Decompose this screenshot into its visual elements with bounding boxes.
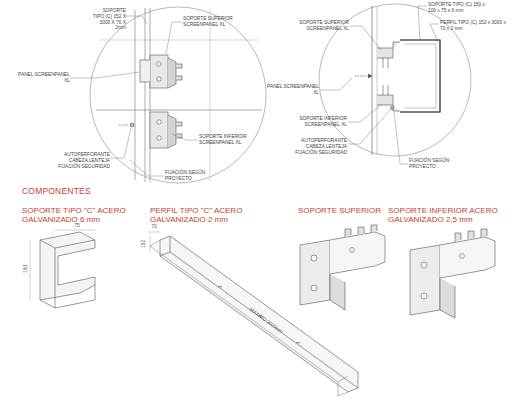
- callout-label: PERFIL TIPO (C) 152 x 3000 x 70 x 2 mm: [440, 20, 506, 32]
- callout-label: AUTOPERFORANTE CABEZA LENTEJA FIJACIÓN S…: [50, 152, 110, 169]
- component-heading: SOPORTE TIPO "C" ACERO GALVANIZADO 6 mm: [22, 206, 140, 224]
- dimension: 70: [149, 224, 159, 230]
- callout-label: SOPORTE TIPO (C) 150 x 100 x 75 x 6 mm: [428, 2, 492, 14]
- callout-label: PANEL SCREENPANEL XL: [262, 84, 319, 96]
- dimension: 152: [141, 238, 147, 250]
- dimension: 150: [23, 263, 29, 275]
- callout-label: FIJACIÓN SEGÚN PROYECTO: [409, 158, 459, 170]
- callout-label: SOPORTE INFERIOR SCREENPANEL XL: [199, 134, 255, 146]
- callout-label: SOPORTE SUPERIOR SCREENPANEL XL: [290, 20, 349, 32]
- callout-label: PANEL SCREENPANEL XL: [14, 72, 70, 84]
- callout-label: SOPORTE TIPO (C) 152 X 3000 X 70 X 2mm: [92, 8, 126, 31]
- callout-label: FIJACIÓN SEGÚN PROYECTO: [165, 170, 215, 182]
- section-title: COMPONENTES: [22, 186, 91, 196]
- component-heading: SOPORTE SUPERIOR: [298, 206, 388, 215]
- dimension: 75: [70, 223, 84, 229]
- callout-label: AUTOPERFORANTE CABEZA LENTEJA FIJACIÓN S…: [290, 138, 347, 155]
- component-heading: PERFIL TIPO "C" ACERO GALVANIZADO 2 mm: [150, 206, 290, 224]
- callout-label: SOPORTE SUPERIOR SCREENPANEL XL: [183, 16, 239, 28]
- component-heading: SOPORTE INFERIOR ACERO GALVANIZADO 2,5 m…: [388, 206, 520, 224]
- callout-label: SOPORTE INFERIOR SCREENPANEL XL: [290, 116, 347, 128]
